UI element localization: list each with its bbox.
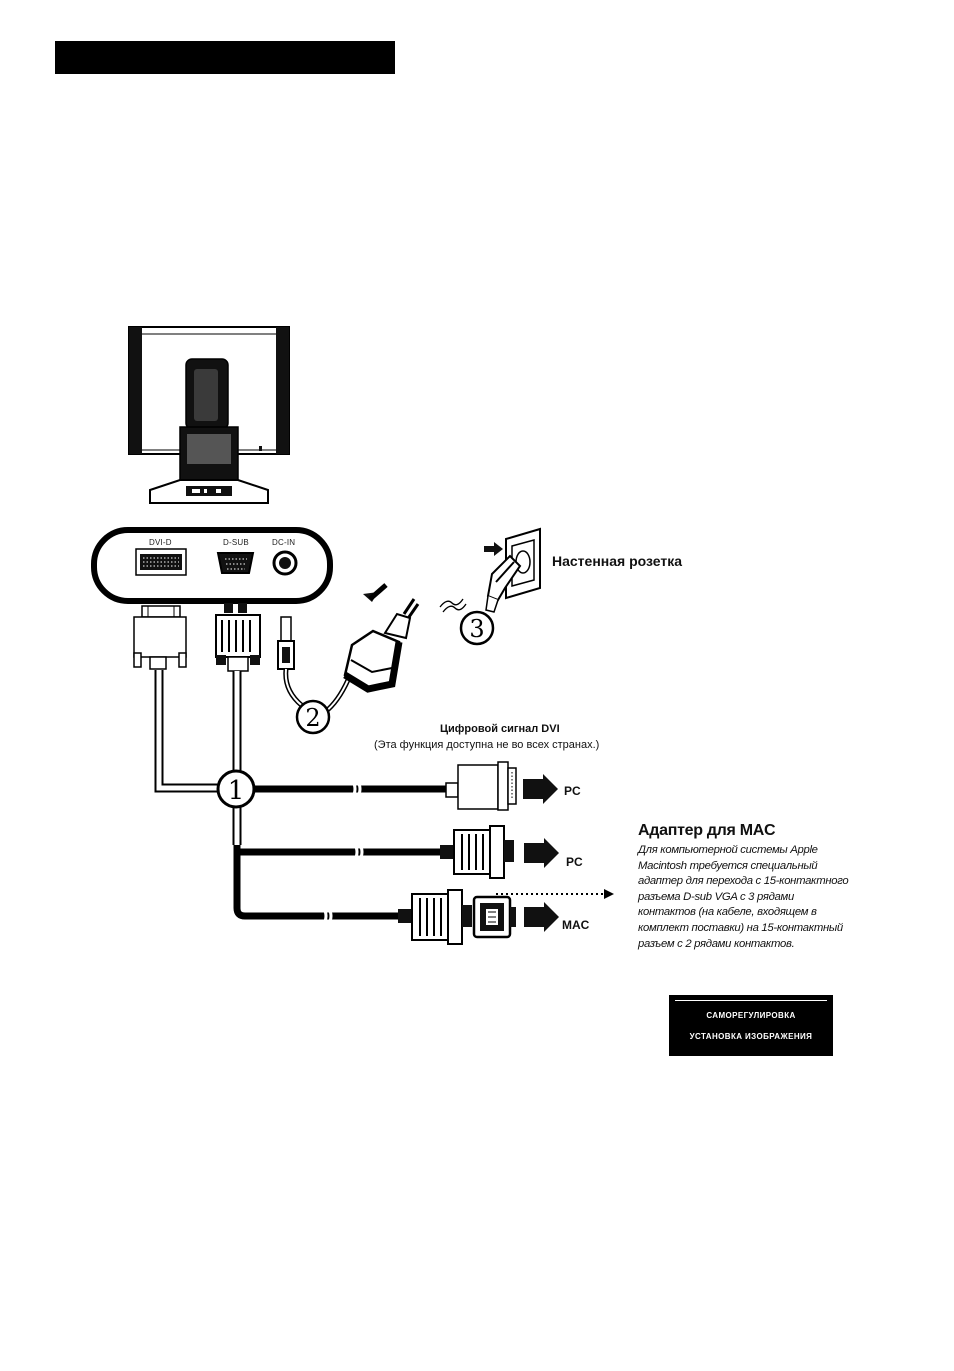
dsub-mac-connector <box>398 889 472 945</box>
menu-item-image-setup: УСТАНОВКА ИЗОБРАЖЕНИЯ <box>689 1032 813 1041</box>
target-mac: MAC <box>562 918 590 932</box>
dsub-plug <box>215 603 261 672</box>
dvi-signal-title: Цифровой сигнал DVI <box>440 723 560 735</box>
signal-cables <box>154 670 452 926</box>
step-3-number: 3 <box>469 615 484 643</box>
step-2-marker: 2 <box>295 699 331 735</box>
header-bar <box>55 41 395 74</box>
wall-outlet <box>484 527 541 613</box>
dsub-pc-connector <box>440 825 559 879</box>
step-1-number: 1 <box>228 776 245 806</box>
menu-item-autoadjust: САМОРЕГУЛИРОВКА <box>706 1011 796 1020</box>
power-adapter <box>277 583 467 715</box>
connector-panel <box>91 527 333 604</box>
port-label-dcin: DC-IN <box>272 538 296 547</box>
dvi-signal-note: (Эта функция доступна не во всех странах… <box>374 739 600 751</box>
dvi-pc-connector <box>445 761 558 811</box>
mac-adapter-line: Macintosh требуется специальный <box>638 859 818 872</box>
mac-adapter-line: Для компьютерной системы Apple <box>638 844 818 856</box>
port-label-dsub: D-SUB <box>223 538 249 547</box>
mac-adapter-line: разъем с 2 рядами контактов. <box>638 937 795 950</box>
monitor-back <box>128 326 290 504</box>
mac-adapter-title: Адаптер для MAC <box>638 822 776 839</box>
wall-outlet-label: Настенная розетка <box>552 553 683 569</box>
osd-menu-box: САМОРЕГУЛИРОВКА УСТАНОВКА ИЗОБРАЖЕНИЯ <box>669 995 833 1056</box>
menu-divider <box>675 1000 827 1001</box>
target-pc-dsub: PC <box>566 855 583 869</box>
dvi-plug <box>133 605 187 670</box>
step-1-marker: 1 <box>216 769 256 809</box>
step-3-marker: 3 <box>459 610 495 646</box>
mac-adapter-description: Для компьютерной системы Apple Macintosh… <box>638 843 878 952</box>
mac-adapter-line: комплект поставки) на 15-контактный <box>638 921 843 934</box>
step-2-number: 2 <box>305 704 320 732</box>
port-label-dvi: DVI-D <box>149 538 172 547</box>
mac-adapter-line: разъема D-sub VGA с 3 рядами <box>638 890 794 903</box>
mac-adapter <box>472 889 614 939</box>
mac-adapter-line: адаптер для перехода с 15-контактного <box>638 875 849 888</box>
target-pc-dvi: PC <box>564 784 581 798</box>
mac-adapter-line: контактов (на кабеле, входящем в <box>638 906 817 919</box>
